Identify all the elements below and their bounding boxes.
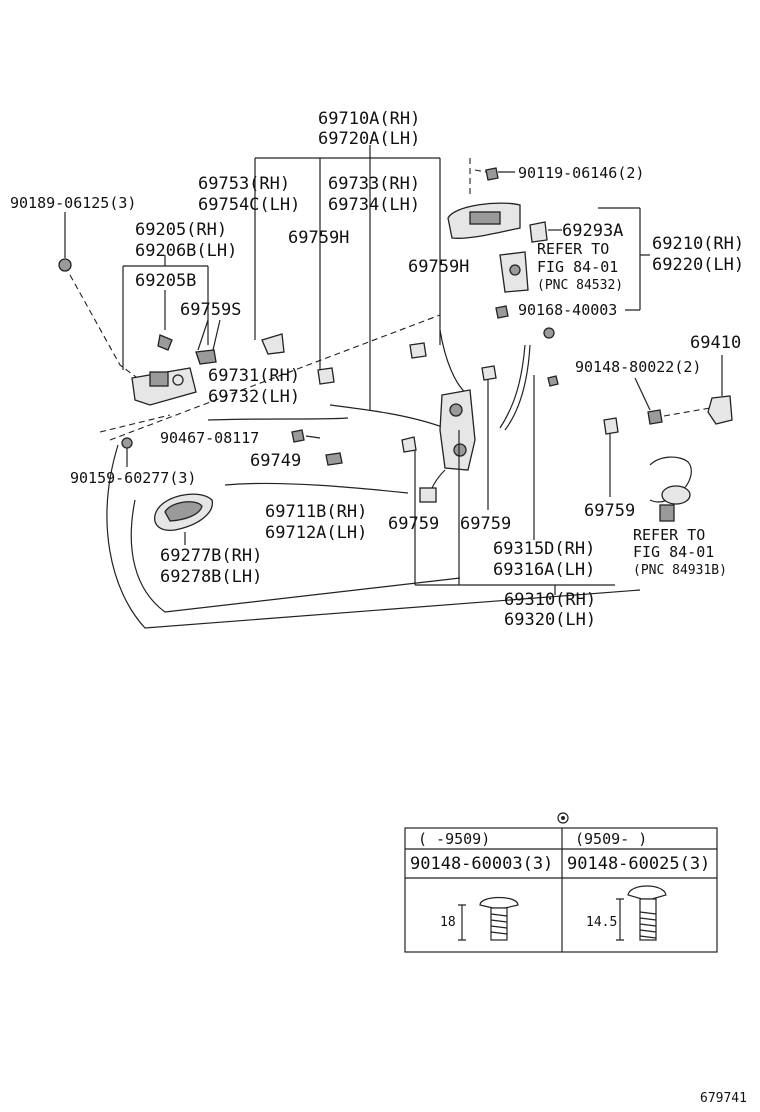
- leader-90189-dash: [69, 274, 141, 381]
- door-outline: [106, 444, 641, 629]
- label-69310: 69310(RH): [504, 590, 596, 610]
- label-refer-2: REFER TO: [633, 526, 705, 544]
- label-90189: 90189-06125(3): [10, 194, 136, 212]
- label-69206b: 69206B(LH): [135, 241, 237, 261]
- leader-69205: [122, 255, 209, 370]
- outside-handle-69210: [447, 202, 521, 239]
- label-90168: 90168-40003: [518, 301, 617, 319]
- door-inner-outline: [130, 499, 461, 613]
- label-fig-1: FIG 84-01: [537, 258, 618, 276]
- clip-69759h-b: [409, 342, 427, 359]
- actuator-69410: [707, 395, 733, 425]
- label-69732: 69732(LH): [208, 387, 300, 407]
- label-69720a: 69720A(LH): [318, 129, 420, 149]
- rod-69759h: [439, 329, 469, 396]
- table-col2-part: 90148-60025(3): [567, 854, 710, 874]
- label-69759-a: 69759: [388, 514, 439, 534]
- label-90159: 90159-60277(3): [70, 469, 196, 487]
- label-69753: 69753(RH): [198, 174, 290, 194]
- nut-90189: [58, 258, 72, 272]
- clip-69759s: [195, 349, 217, 365]
- bolt-90148-60003-icon: [458, 896, 519, 941]
- label-69278b: 69278B(LH): [160, 567, 262, 587]
- label-69316a: 69316A(LH): [493, 560, 595, 580]
- cable-69731: [207, 417, 349, 421]
- table-col1-dim: 18: [440, 915, 456, 930]
- table-col1-range: ( -9509): [418, 830, 490, 848]
- label-69749: 69749: [250, 451, 301, 471]
- label-69410: 69410: [690, 333, 741, 353]
- clip-69759-right: [603, 417, 619, 435]
- clip-69759h-a: [317, 367, 335, 385]
- label-69759-c: 69759: [584, 501, 635, 521]
- leader-90159-dash: [99, 414, 171, 433]
- label-69754c: 69754C(LH): [198, 195, 300, 215]
- table-col2-range: (9509- ): [575, 830, 647, 848]
- cable-69711b: [224, 482, 409, 494]
- leader-69710a: [254, 145, 441, 410]
- label-69293a: 69293A: [562, 221, 623, 241]
- label-69759s: 69759S: [180, 300, 241, 320]
- clip-69749: [325, 452, 343, 466]
- part-69293a: [529, 221, 548, 243]
- screw-small: [547, 375, 559, 387]
- rod-69315d-b: [499, 344, 526, 429]
- label-69205: 69205(RH): [135, 220, 227, 240]
- clip-69205b: [157, 334, 173, 351]
- leader-90148-dash: [663, 407, 711, 417]
- label-90119: 90119-06146(2): [518, 164, 644, 182]
- leader-90119: [469, 158, 487, 195]
- clip-69759-a: [401, 436, 417, 453]
- leader-90148-80022: [634, 377, 651, 411]
- leader-69210: [598, 207, 650, 311]
- label-refer-1: REFER TO: [537, 240, 609, 258]
- label-69712a: 69712A(LH): [265, 523, 367, 543]
- label-69220: 69220(LH): [652, 255, 744, 275]
- screw-90119: [485, 167, 499, 181]
- label-pnc-1: (PNC 84532): [537, 278, 623, 293]
- screw-90159: [121, 437, 133, 449]
- inside-handle-bracket: [131, 367, 197, 406]
- label-69733: 69733(RH): [328, 174, 420, 194]
- figure-number: 679741: [700, 1091, 747, 1106]
- cable-69733: [329, 404, 446, 429]
- handle-bezel-69277b: [154, 493, 213, 531]
- rod-69315d: [504, 344, 531, 431]
- clip-69759-mid: [481, 365, 497, 381]
- wire-harness: [649, 456, 692, 522]
- label-69315d: 69315D(RH): [493, 539, 595, 559]
- label-69759-b: 69759: [460, 514, 511, 534]
- label-pnc-2: (PNC 84931B): [633, 563, 727, 578]
- label-69759h-b: 69759H: [408, 257, 469, 277]
- label-69320: 69320(LH): [504, 610, 596, 630]
- label-69759h-a: 69759H: [288, 228, 349, 248]
- label-69205b: 69205B: [135, 271, 196, 291]
- door-lock-69310: [419, 389, 476, 503]
- bolt-90148-60025-icon: [616, 885, 667, 941]
- leader-69759s: [197, 319, 221, 351]
- label-69731: 69731(RH): [208, 366, 300, 386]
- label-69277b: 69277B(RH): [160, 546, 262, 566]
- table-col1-part: 90148-60003(3): [410, 854, 553, 874]
- label-69734: 69734(LH): [328, 195, 420, 215]
- label-90148-80022: 90148-80022(2): [575, 358, 701, 376]
- screw-90148-80022: [647, 409, 663, 425]
- lock-cylinder: [499, 251, 529, 293]
- table-col2-dim: 14.5: [586, 915, 617, 930]
- spec-table: ( -9509) (9509- ) 90148-60003(3) 90148-6…: [404, 812, 718, 953]
- label-69710a: 69710A(RH): [318, 109, 420, 129]
- clip-69753: [261, 333, 285, 355]
- label-90467: 90467-08117: [160, 429, 259, 447]
- screw-90467: [291, 429, 305, 443]
- leader-90467: [305, 435, 321, 439]
- label-69711b: 69711B(RH): [265, 502, 367, 522]
- leader-69310: [415, 430, 615, 595]
- washer: [543, 327, 555, 339]
- label-fig-2: FIG 84-01: [633, 543, 714, 561]
- label-69210: 69210(RH): [652, 234, 744, 254]
- screw-90168: [495, 305, 509, 319]
- door-top-edge: [109, 314, 441, 441]
